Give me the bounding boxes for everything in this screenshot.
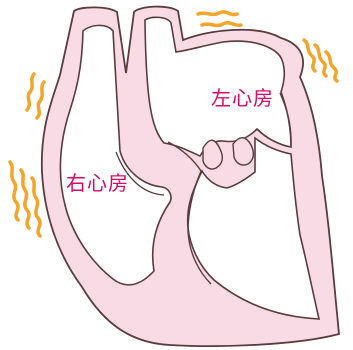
right-atrium-label: 右心房 xyxy=(66,171,129,195)
vibration-line-left-lower-1 xyxy=(10,162,18,220)
vibration-line-left-upper-1 xyxy=(27,74,34,110)
vibration-line-left-upper-2 xyxy=(37,82,44,118)
left-atrium-label: 左心房 xyxy=(211,86,274,110)
vibration-line-top-2 xyxy=(202,23,241,26)
vibration-line-left-lower-2 xyxy=(21,170,29,228)
vibration-line-right-3 xyxy=(326,52,337,81)
vibration-line-left-lower-3 xyxy=(32,178,40,236)
vibration-line-top-1 xyxy=(198,12,237,15)
